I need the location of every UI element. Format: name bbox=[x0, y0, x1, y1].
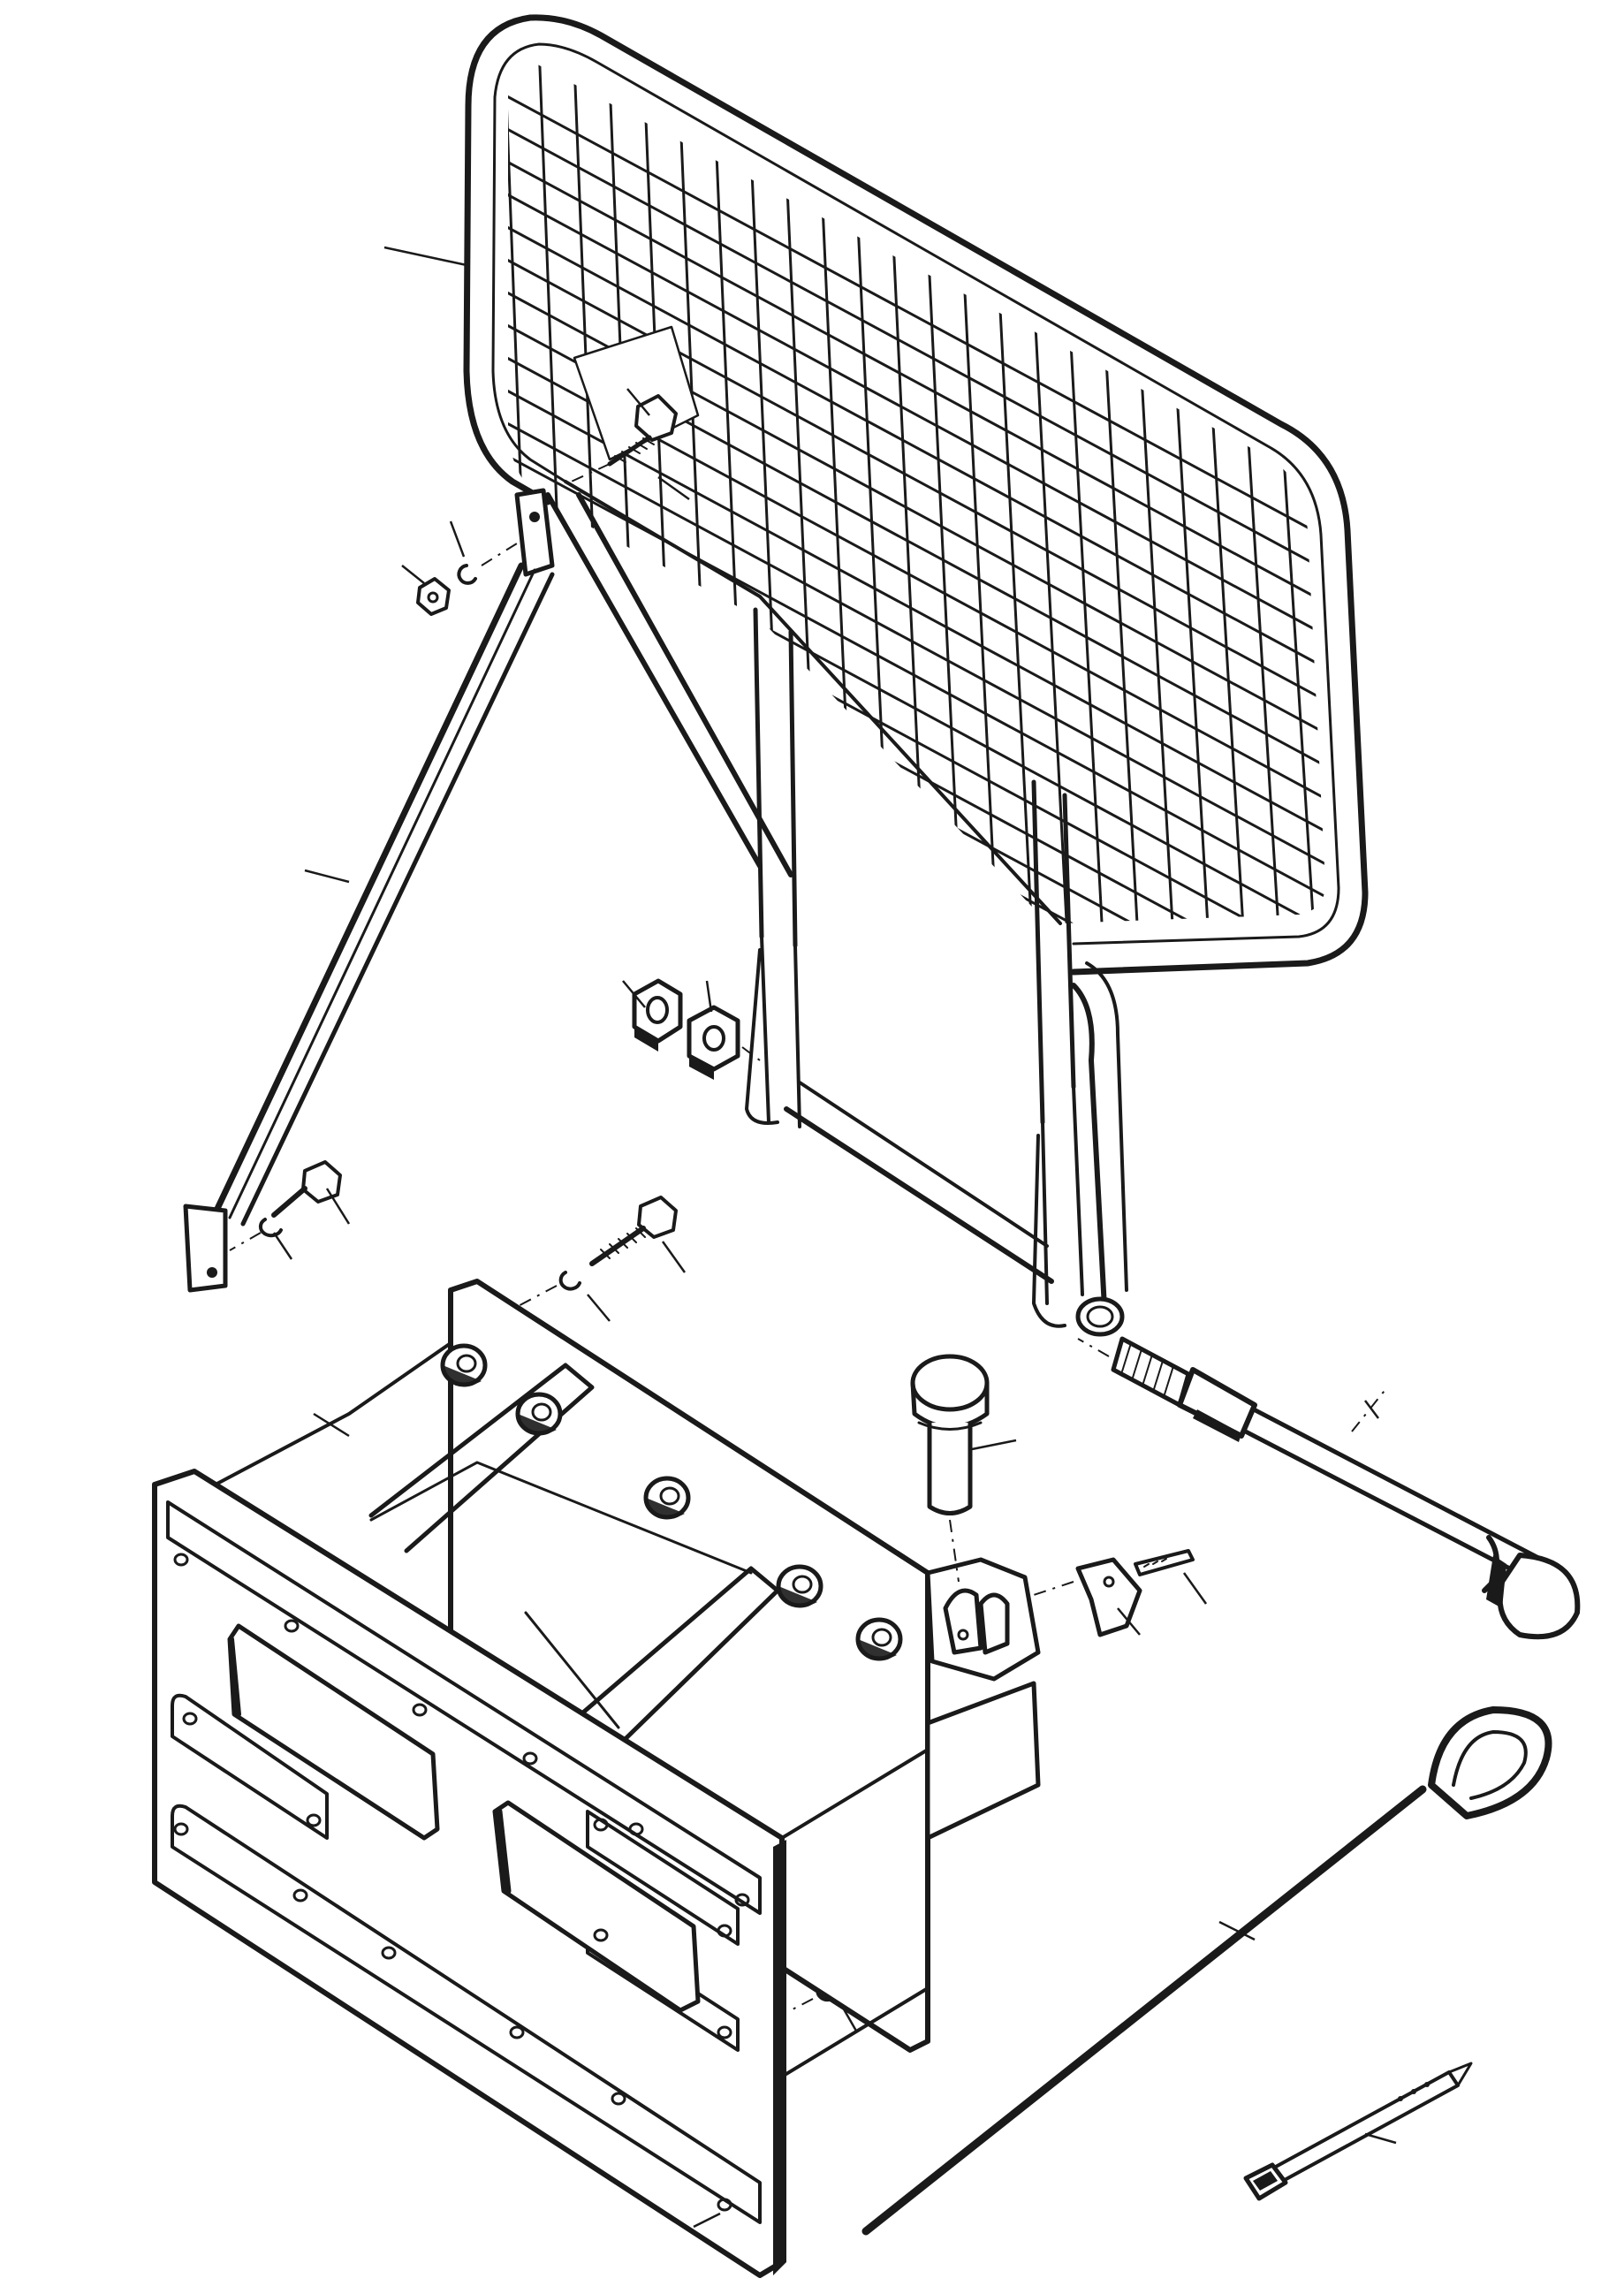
mesh-wire bbox=[926, 237, 965, 937]
mesh-wire bbox=[508, 167, 1325, 665]
mesh-wire bbox=[508, 494, 1325, 937]
bolt-hole bbox=[509, 2025, 525, 2039]
screen-guard bbox=[463, 14, 1423, 976]
mesh-wire bbox=[508, 134, 1325, 633]
mesh-wire bbox=[508, 657, 1325, 937]
mesh-wire bbox=[855, 201, 894, 937]
mesh-wire bbox=[997, 272, 1036, 937]
bolt-hole bbox=[717, 2025, 732, 2039]
mesh-wire bbox=[508, 723, 1325, 937]
mesh-wire bbox=[1244, 396, 1283, 937]
mesh-wire bbox=[508, 429, 1325, 927]
cable-tie bbox=[1243, 2062, 1473, 2201]
hex-nut-and-lock-washer bbox=[401, 520, 518, 616]
mesh-wire bbox=[508, 200, 1325, 698]
leader-line bbox=[1364, 1400, 1379, 1419]
boss-hole bbox=[871, 1628, 892, 1647]
boss-hole bbox=[792, 1575, 813, 1594]
bolt-hole bbox=[717, 2198, 732, 2212]
boss-shadow bbox=[858, 1639, 897, 1660]
mesh-wire bbox=[820, 184, 859, 937]
mesh-wire bbox=[1209, 378, 1248, 937]
boss-hole bbox=[659, 1486, 680, 1506]
arm-bolt-and-washer bbox=[229, 1160, 351, 1260]
mesh-wire bbox=[1138, 343, 1177, 937]
boss-hole bbox=[531, 1402, 552, 1422]
mounting-bolt bbox=[565, 388, 690, 501]
support-arm bbox=[183, 562, 555, 1293]
bolt-hole bbox=[717, 1924, 732, 1938]
mesh-wire bbox=[749, 148, 788, 937]
mesh-wire bbox=[679, 113, 717, 937]
bolt-hole bbox=[284, 1619, 300, 1633]
bolt-hole bbox=[292, 1888, 308, 1902]
mesh-wire bbox=[508, 232, 1325, 731]
clevis-plate-and-cotter-pin bbox=[1033, 1549, 1208, 1637]
mesh-wire bbox=[1279, 414, 1318, 937]
mesh-wire bbox=[508, 756, 1325, 937]
mesh-wire bbox=[1387, 468, 1423, 972]
tow-bracket-frame bbox=[152, 1279, 1041, 2278]
drawbar-pin bbox=[910, 1354, 1017, 1583]
cable-sling bbox=[861, 1706, 1552, 2236]
bolt-hole bbox=[412, 1703, 428, 1717]
boss-hole bbox=[456, 1354, 477, 1373]
bolt-hole bbox=[522, 1751, 538, 1766]
bolt-hole bbox=[182, 1712, 198, 1726]
mesh-wire bbox=[508, 265, 1325, 763]
mesh-wire bbox=[508, 854, 1325, 937]
mesh-wire bbox=[508, 69, 1325, 567]
mesh-wire bbox=[961, 254, 1000, 937]
bolt-hole bbox=[173, 1553, 189, 1567]
bracket-bolt-and-washer bbox=[481, 1196, 687, 1326]
mesh-wire bbox=[508, 396, 1325, 894]
tie-rod bbox=[1077, 1336, 1581, 1640]
bolt-hole bbox=[306, 1813, 322, 1827]
bolt-hole bbox=[593, 1928, 609, 1942]
guard-legs bbox=[514, 488, 1128, 1337]
mesh-wire bbox=[1103, 325, 1142, 937]
boss-shadow bbox=[518, 1414, 557, 1435]
bolt-hole bbox=[593, 1818, 609, 1832]
mesh-wire bbox=[1067, 308, 1106, 937]
bolt-hole bbox=[628, 1822, 644, 1836]
mesh-wire bbox=[1173, 361, 1212, 937]
mesh-wire bbox=[1032, 290, 1071, 937]
bolt-hole bbox=[381, 1946, 397, 1960]
boss-shadow bbox=[443, 1365, 482, 1386]
spacer-nut-and-washer bbox=[622, 978, 761, 1080]
leader-line bbox=[383, 246, 467, 267]
bolt-hole bbox=[734, 1893, 750, 1907]
boss-shadow bbox=[646, 1498, 685, 1519]
boss-shadow bbox=[778, 1586, 817, 1607]
bolt-hole bbox=[611, 2092, 626, 2106]
mesh-wire bbox=[508, 592, 1325, 937]
bolt-hole bbox=[173, 1822, 189, 1836]
mesh-wire bbox=[891, 219, 930, 937]
mesh-wire bbox=[508, 886, 1325, 937]
mesh-wire bbox=[508, 559, 1325, 937]
